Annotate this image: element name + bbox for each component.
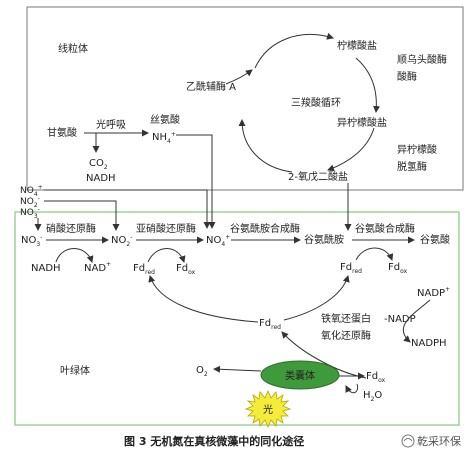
- no4-input-line: [44, 189, 211, 229]
- figure-caption: 图 3 无机氮在真核微藻中的同化途径: [124, 434, 304, 448]
- fd-ox-gogat-label: Fdox: [388, 262, 408, 275]
- tca-arrow-right: [355, 57, 381, 113]
- mitochondrion-border: [26, 6, 464, 191]
- fd-red-gogat-label: Fdred: [340, 262, 362, 275]
- input-no3-label: NO3-: [20, 206, 40, 220]
- citrate-label: 柠檬酸盐: [337, 39, 377, 52]
- watermark-text: 乾采环保: [417, 434, 461, 448]
- thylakoid-shape: [260, 360, 340, 390]
- thylakoid-group: 类囊体 O2 Fdox H2O 光: [196, 360, 386, 429]
- nadh-loop-arc: [55, 248, 94, 263]
- mitochondrion-label: 线粒体: [58, 42, 88, 55]
- nadp-to-nadph-arc: [402, 299, 431, 343]
- thylakoid-to-o2-arrow: [213, 365, 262, 373]
- photorespiration-label: 光呼吸: [96, 118, 126, 131]
- chloroplast-label: 叶绿体: [60, 364, 90, 377]
- nadh-nad-loop: NADH NAD+: [31, 248, 111, 274]
- serine-label: 丝氨酸: [150, 113, 180, 126]
- fd-red-center-label: Fdred: [259, 318, 281, 331]
- glutamate-label: 谷氨酸: [420, 233, 450, 246]
- fd-loop-gogat: Fdred Fdox: [340, 247, 408, 275]
- watermark-logo-icon: [401, 434, 415, 448]
- icdh-label-line2: 脱氢酶: [397, 160, 427, 173]
- nh4-label: NH4+: [152, 131, 176, 145]
- chloroplast-border: [14, 211, 460, 426]
- chain-nh4-label: NO4+: [206, 234, 230, 248]
- chloro-nad-label: NAD+: [84, 261, 111, 274]
- h2o-to-thylakoid-arrow: [345, 383, 359, 394]
- chain-no2-label: NO2-: [111, 234, 132, 248]
- sun-shape: [244, 389, 292, 429]
- mito-nadh-label: NADH: [86, 173, 116, 184]
- h2o-label: H2O: [363, 390, 382, 403]
- chloro-nadh-label: NADH: [31, 263, 61, 274]
- akg-label: 2-氧戊二酸盐: [288, 170, 348, 183]
- gogat-label: 谷氨酸合成酶: [355, 222, 415, 235]
- fd-red-nitrite-label: Fdred: [133, 263, 155, 276]
- fnr-group: 铁氧还蛋白 氧化还原酶 NADP+ -NADP NADPH: [321, 286, 450, 349]
- nadp-minus-label: -NADP: [384, 314, 416, 325]
- nh4-to-chloroplast-arrow: [176, 134, 216, 229]
- inputs-group: NO4+ NO2- NO3-: [20, 184, 211, 231]
- co2-label: CO2: [89, 158, 108, 171]
- tca-arrow-left: [238, 119, 293, 173]
- input-no4-label: NO4+: [20, 184, 43, 198]
- fd-to-gogat-arrow: [283, 275, 350, 321]
- fd-loop-nitrite: Fdred Fdox: [133, 248, 196, 276]
- tca-arrow-top: [254, 32, 334, 69]
- fd-supply: Fdred: [148, 275, 367, 379]
- tca-arrow-bottom-right: [327, 127, 375, 172]
- watermark-logo-inner: [403, 438, 413, 442]
- gs-label: 谷氨酰胺合成酶: [230, 222, 300, 235]
- glycine-label: 甘氨酸: [47, 126, 77, 139]
- input-no2-label: NO2-: [20, 195, 40, 209]
- fd-ox-thylakoid-label: Fdox: [366, 371, 386, 384]
- no2-input-line: [44, 200, 120, 231]
- sun-label: 光: [263, 403, 273, 416]
- tca-cycle-label: 三羧酸循环: [291, 96, 341, 109]
- fnr-label-line1: 铁氧还蛋白: [321, 312, 371, 325]
- fd-to-nitrite-reductase-arrow: [148, 275, 259, 323]
- fnr-label-line2: 氧化还原酶: [321, 329, 371, 342]
- acetyl-coa-arrow: [225, 69, 253, 85]
- nitrate-reductase-label: 硝酸还原酶: [46, 222, 96, 235]
- photorespiration-group: 甘氨酸 光呼吸 丝氨酸 NH4+ CO2 NADH: [47, 113, 216, 229]
- o2-label: O2: [196, 365, 208, 378]
- glutamine-label: 谷氨酰胺: [304, 233, 344, 246]
- chloroplast-main-chain: 硝酸还原酶 亚硝酸还原酶 谷氨酰胺合成酶 谷氨酸合成酶 NO3- NO2- NO…: [21, 222, 450, 248]
- nadp-label: NADP+: [417, 286, 450, 299]
- thylakoid-label: 类囊体: [285, 369, 315, 382]
- fd-ox-nitrite-label: Fdox: [176, 263, 196, 276]
- chain-no3-label: NO3-: [21, 234, 42, 248]
- nitrite-reductase-label: 亚硝酸还原酶: [136, 222, 196, 235]
- watermark-group: 乾采环保: [401, 434, 461, 448]
- aconitase-label: 顺乌头酸酶: [397, 53, 447, 66]
- tca-cycle: 三羧酸循环 乙酰辅酶 A 柠檬酸盐 顺乌头酸酶 酸酶 异柠檬酸盐 异柠檬酸 脱氢…: [186, 32, 447, 183]
- fd-loop-nitrite-arc: [147, 248, 186, 263]
- fd-loop-gogat-arc: [355, 247, 394, 261]
- icdh-label-line1: 异柠檬酸: [397, 143, 437, 156]
- acetyl-coa-label: 乙酰辅酶 A: [186, 80, 236, 93]
- aconitase-label-line2: 酸酶: [397, 70, 417, 83]
- isocitrate-label: 异柠檬酸盐: [337, 116, 387, 129]
- nadph-label: NADPH: [411, 338, 447, 349]
